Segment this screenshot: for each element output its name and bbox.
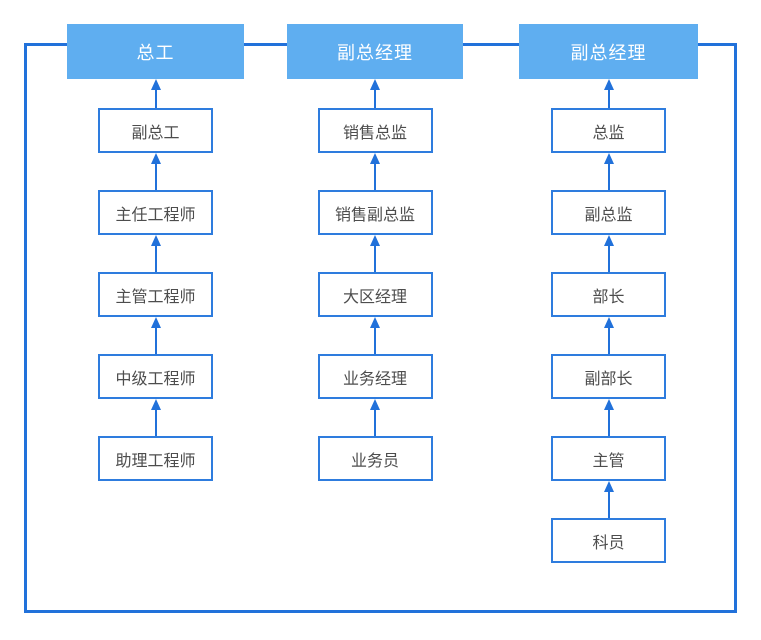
ladder-column-1: 总工 副总工 主任工程师 主管工程师 中级工程师 助理工程师 <box>67 24 244 481</box>
level-box: 业务经理 <box>317 354 433 399</box>
up-arrow-icon <box>603 481 614 518</box>
up-arrow-icon <box>370 153 380 190</box>
level-box: 主管 <box>551 436 666 481</box>
up-arrow-icon <box>150 399 161 436</box>
level-box: 副部长 <box>551 354 666 399</box>
up-arrow-icon <box>603 153 614 190</box>
up-arrow-icon <box>370 79 380 108</box>
level-box: 部长 <box>551 272 666 317</box>
ladder-column-2: 副总经理 销售总监 销售副总监 大区经理 业务经理 业务员 <box>287 24 463 481</box>
level-box: 销售总监 <box>317 108 433 153</box>
level-box: 副总监 <box>551 190 666 235</box>
level-box: 销售副总监 <box>317 190 433 235</box>
ladder-column-3: 副总经理 总监 副总监 部长 副部长 主管 科员 <box>519 24 698 563</box>
up-arrow-icon <box>150 235 161 272</box>
level-box: 总监 <box>551 108 666 153</box>
up-arrow-icon <box>603 317 614 354</box>
level-box: 科员 <box>551 518 666 563</box>
up-arrow-icon <box>603 399 614 436</box>
up-arrow-icon <box>370 399 380 436</box>
level-box: 副总工 <box>98 108 213 153</box>
up-arrow-icon <box>150 317 161 354</box>
up-arrow-icon <box>603 79 614 108</box>
up-arrow-icon <box>150 79 161 108</box>
level-box: 主管工程师 <box>98 272 213 317</box>
column-header: 副总经理 <box>519 24 698 79</box>
up-arrow-icon <box>603 235 614 272</box>
up-arrow-icon <box>150 153 161 190</box>
column-header: 总工 <box>67 24 244 79</box>
level-box: 助理工程师 <box>98 436 213 481</box>
level-box: 主任工程师 <box>98 190 213 235</box>
level-box: 中级工程师 <box>98 354 213 399</box>
up-arrow-icon <box>370 317 380 354</box>
column-header: 副总经理 <box>287 24 463 79</box>
level-box: 业务员 <box>317 436 433 481</box>
up-arrow-icon <box>370 235 380 272</box>
level-box: 大区经理 <box>317 272 433 317</box>
